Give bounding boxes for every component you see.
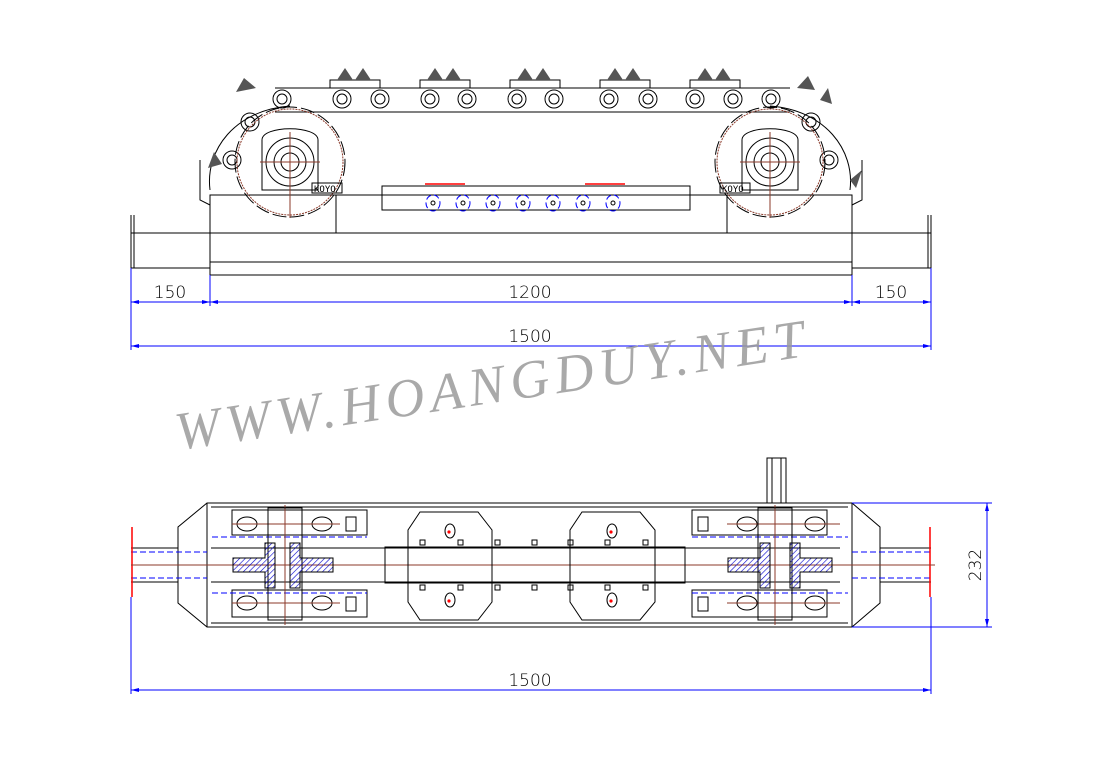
top-dimensions [130, 502, 992, 694]
mount-plate-right [569, 511, 656, 621]
dimension-total-1500-top: 1500 [508, 671, 551, 691]
dimension-middle-1200: 1200 [508, 283, 551, 303]
watermark: WWW.HOANGDUY.NET [171, 308, 814, 462]
front-dimensions [130, 268, 932, 350]
guide-rollers [425, 194, 621, 212]
bearing-label-left: KOYO [314, 185, 336, 195]
right-sprocket: KOYO [714, 106, 826, 218]
dimension-left-150: 150 [154, 283, 186, 303]
dimension-width-232: 232 [966, 549, 986, 581]
chain-links [222, 89, 839, 170]
hatched-hubs [232, 542, 833, 589]
cutter-chain [208, 68, 862, 191]
top-view: 1500 232 [130, 457, 992, 694]
bearing-label-right: KOYO [722, 185, 744, 195]
dimension-right-150: 150 [875, 283, 907, 303]
left-sprocket: KOYO [234, 106, 346, 218]
dimension-total-1500-front: 1500 [508, 327, 551, 347]
cutter-teeth [208, 68, 862, 188]
front-view: KOYO KOYO 150 1200 150 1500 [130, 68, 932, 350]
mount-plate-left [407, 511, 493, 621]
drive-shaft [766, 457, 787, 504]
mount-bolts [419, 523, 649, 608]
base-frame [130, 160, 932, 276]
center-tube [384, 546, 686, 584]
